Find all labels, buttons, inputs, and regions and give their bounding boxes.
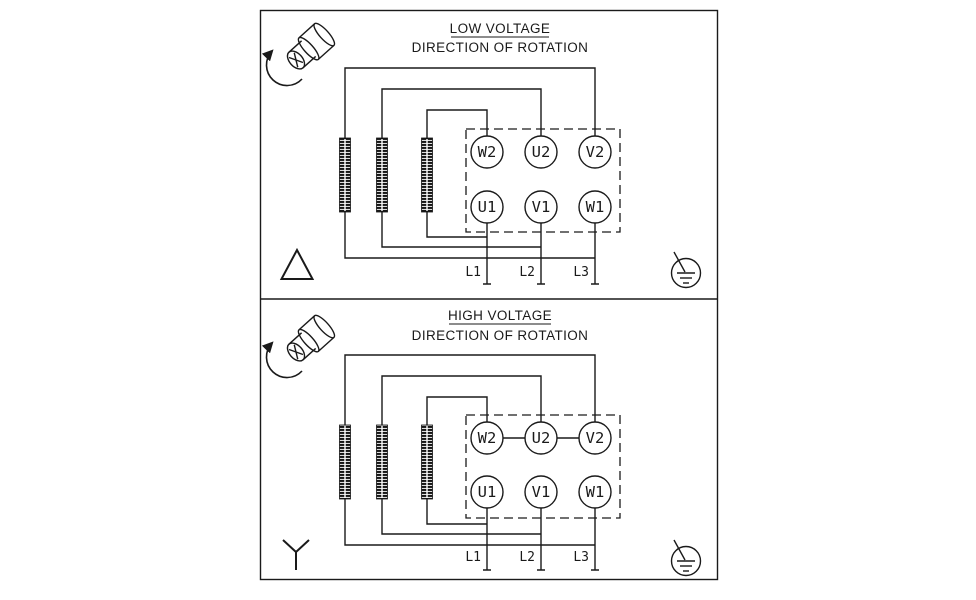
line-label-l3: L3 bbox=[573, 550, 589, 565]
shaft-rotation-icon bbox=[280, 312, 338, 368]
delta-symbol-icon bbox=[279, 247, 315, 280]
star-symbol-icon bbox=[282, 539, 310, 570]
panel-subtitle: DIRECTION OF ROTATION bbox=[412, 328, 589, 343]
terminal-board-outline bbox=[465, 414, 621, 519]
svg-text:W1: W1 bbox=[586, 483, 605, 501]
svg-text:V1: V1 bbox=[532, 198, 551, 216]
svg-text:U1: U1 bbox=[478, 483, 497, 501]
supply-line-labels-high: L1 L2 L3 bbox=[465, 550, 589, 565]
earth-ground-icon bbox=[670, 251, 702, 289]
panel-title: LOW VOLTAGE bbox=[450, 21, 551, 36]
terminal-w2: W2 bbox=[470, 135, 504, 169]
terminal-u1: U1 bbox=[470, 190, 504, 224]
terminal-w1: W1 bbox=[578, 190, 612, 224]
svg-text:W1: W1 bbox=[586, 198, 605, 216]
high-voltage-panel: HIGH VOLTAGE DIRECTION OF ROTATION bbox=[261, 308, 702, 577]
line-label-l1: L1 bbox=[465, 265, 481, 280]
terminal-board-outline bbox=[465, 128, 621, 233]
svg-text:U2: U2 bbox=[532, 143, 551, 161]
svg-text:W2: W2 bbox=[478, 429, 497, 447]
terminal-blocks-low bbox=[339, 137, 433, 213]
wiring-lines-high bbox=[344, 354, 599, 571]
panel-subtitle: DIRECTION OF ROTATION bbox=[412, 40, 589, 55]
panel-title: HIGH VOLTAGE bbox=[448, 308, 552, 323]
terminal-u2: U2 bbox=[524, 135, 558, 169]
terminal-v2: V2 bbox=[578, 421, 612, 455]
terminal-v2: V2 bbox=[578, 135, 612, 169]
svg-text:W2: W2 bbox=[478, 143, 497, 161]
line-label-l2: L2 bbox=[519, 265, 535, 280]
svg-text:V2: V2 bbox=[586, 429, 605, 447]
supply-line-labels-low: L1 L2 L3 bbox=[465, 265, 589, 280]
svg-text:V2: V2 bbox=[586, 143, 605, 161]
line-label-l3: L3 bbox=[573, 265, 589, 280]
svg-text:V1: V1 bbox=[532, 483, 551, 501]
terminal-w1: W1 bbox=[578, 475, 612, 509]
terminal-v1: V1 bbox=[524, 475, 558, 509]
diagram-border bbox=[259, 9, 719, 581]
low-voltage-panel: LOW VOLTAGE DIRECTION OF ROTATION bbox=[261, 20, 702, 289]
terminal-blocks-high bbox=[339, 424, 433, 500]
terminals-low: W2 U2 V2 U1 V1 W1 bbox=[470, 135, 612, 224]
terminal-u1: U1 bbox=[470, 475, 504, 509]
terminal-v1: V1 bbox=[524, 190, 558, 224]
rotation-arrow-icon bbox=[261, 49, 303, 87]
line-label-l2: L2 bbox=[519, 550, 535, 565]
svg-text:U1: U1 bbox=[478, 198, 497, 216]
earth-ground-icon bbox=[670, 539, 702, 577]
svg-text:U2: U2 bbox=[532, 429, 551, 447]
wiring-lines-low bbox=[344, 67, 599, 285]
terminal-w2: W2 bbox=[470, 421, 504, 455]
line-label-l1: L1 bbox=[465, 550, 481, 565]
shaft-rotation-icon bbox=[280, 20, 338, 76]
terminals-high: W2 U2 V2 U1 V1 W1 bbox=[470, 421, 612, 509]
rotation-arrow-icon bbox=[261, 341, 303, 379]
terminal-u2: U2 bbox=[524, 421, 558, 455]
